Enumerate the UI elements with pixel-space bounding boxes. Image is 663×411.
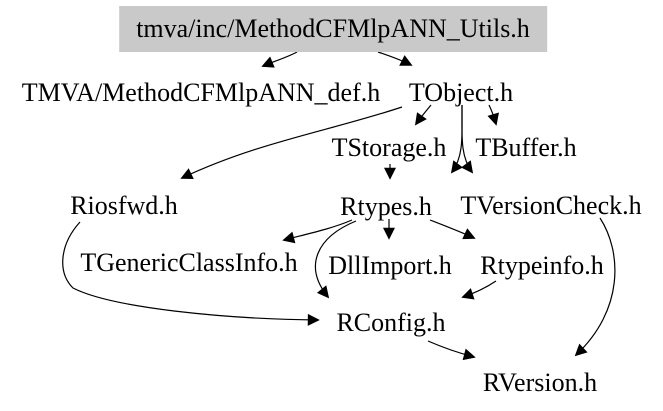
node-rtypes-h[interactable]: Rtypes.h — [340, 192, 432, 221]
node-tgenericclassinfo-h[interactable]: TGenericClassInfo.h — [80, 248, 298, 277]
edge-utils-to-def — [261, 51, 298, 68]
edge-rtypes-to-rtypeinfo — [429, 219, 476, 240]
edge-rconfig-to-rversion — [427, 340, 476, 361]
edge-tobject-to-riosfwd — [180, 106, 403, 180]
edge-tobject-to-tbuffer — [487, 104, 499, 126]
edge-rtypes-to-rconfig — [314, 220, 357, 299]
node-riosfwd-h[interactable]: Riosfwd.h — [70, 191, 178, 220]
node-tobject-h[interactable]: TObject.h — [408, 78, 514, 107]
node-tbuffer-h[interactable]: TBuffer.h — [475, 133, 577, 162]
edge-rtypeinfo-to-rconfig — [461, 280, 497, 300]
edge-rtypes-to-tgeneric — [282, 219, 353, 244]
edge-tobject-to-rtypes — [450, 104, 463, 174]
edge-utils-to-tobject — [377, 51, 413, 66]
node-dllimport-h[interactable]: DllImport.h — [328, 251, 452, 280]
node-rtypeinfo-h[interactable]: Rtypeinfo.h — [480, 251, 604, 280]
edge-tobject-to-tstorage — [414, 104, 432, 126]
node-rconfig-h[interactable]: RConfig.h — [336, 308, 446, 337]
node-tmva-inc-methodcfmlpann-utils-h: tmva/inc/MethodCFMlpANN_Utils.h — [119, 6, 547, 52]
edge-tversioncheck-to-rversion — [574, 217, 616, 357]
node-rversion-h[interactable]: RVersion.h — [482, 368, 598, 397]
edge-tobject-to-tversioncheck — [461, 104, 474, 174]
node-tversioncheck-h[interactable]: TVersionCheck.h — [460, 191, 642, 220]
edge-riosfwd-to-rconfig — [62, 221, 320, 326]
node-tmva-methodcfmlpann-def-h[interactable]: TMVA/MethodCFMlpANN_def.h — [21, 78, 381, 107]
node-tstorage-h[interactable]: TStorage.h — [331, 133, 447, 162]
